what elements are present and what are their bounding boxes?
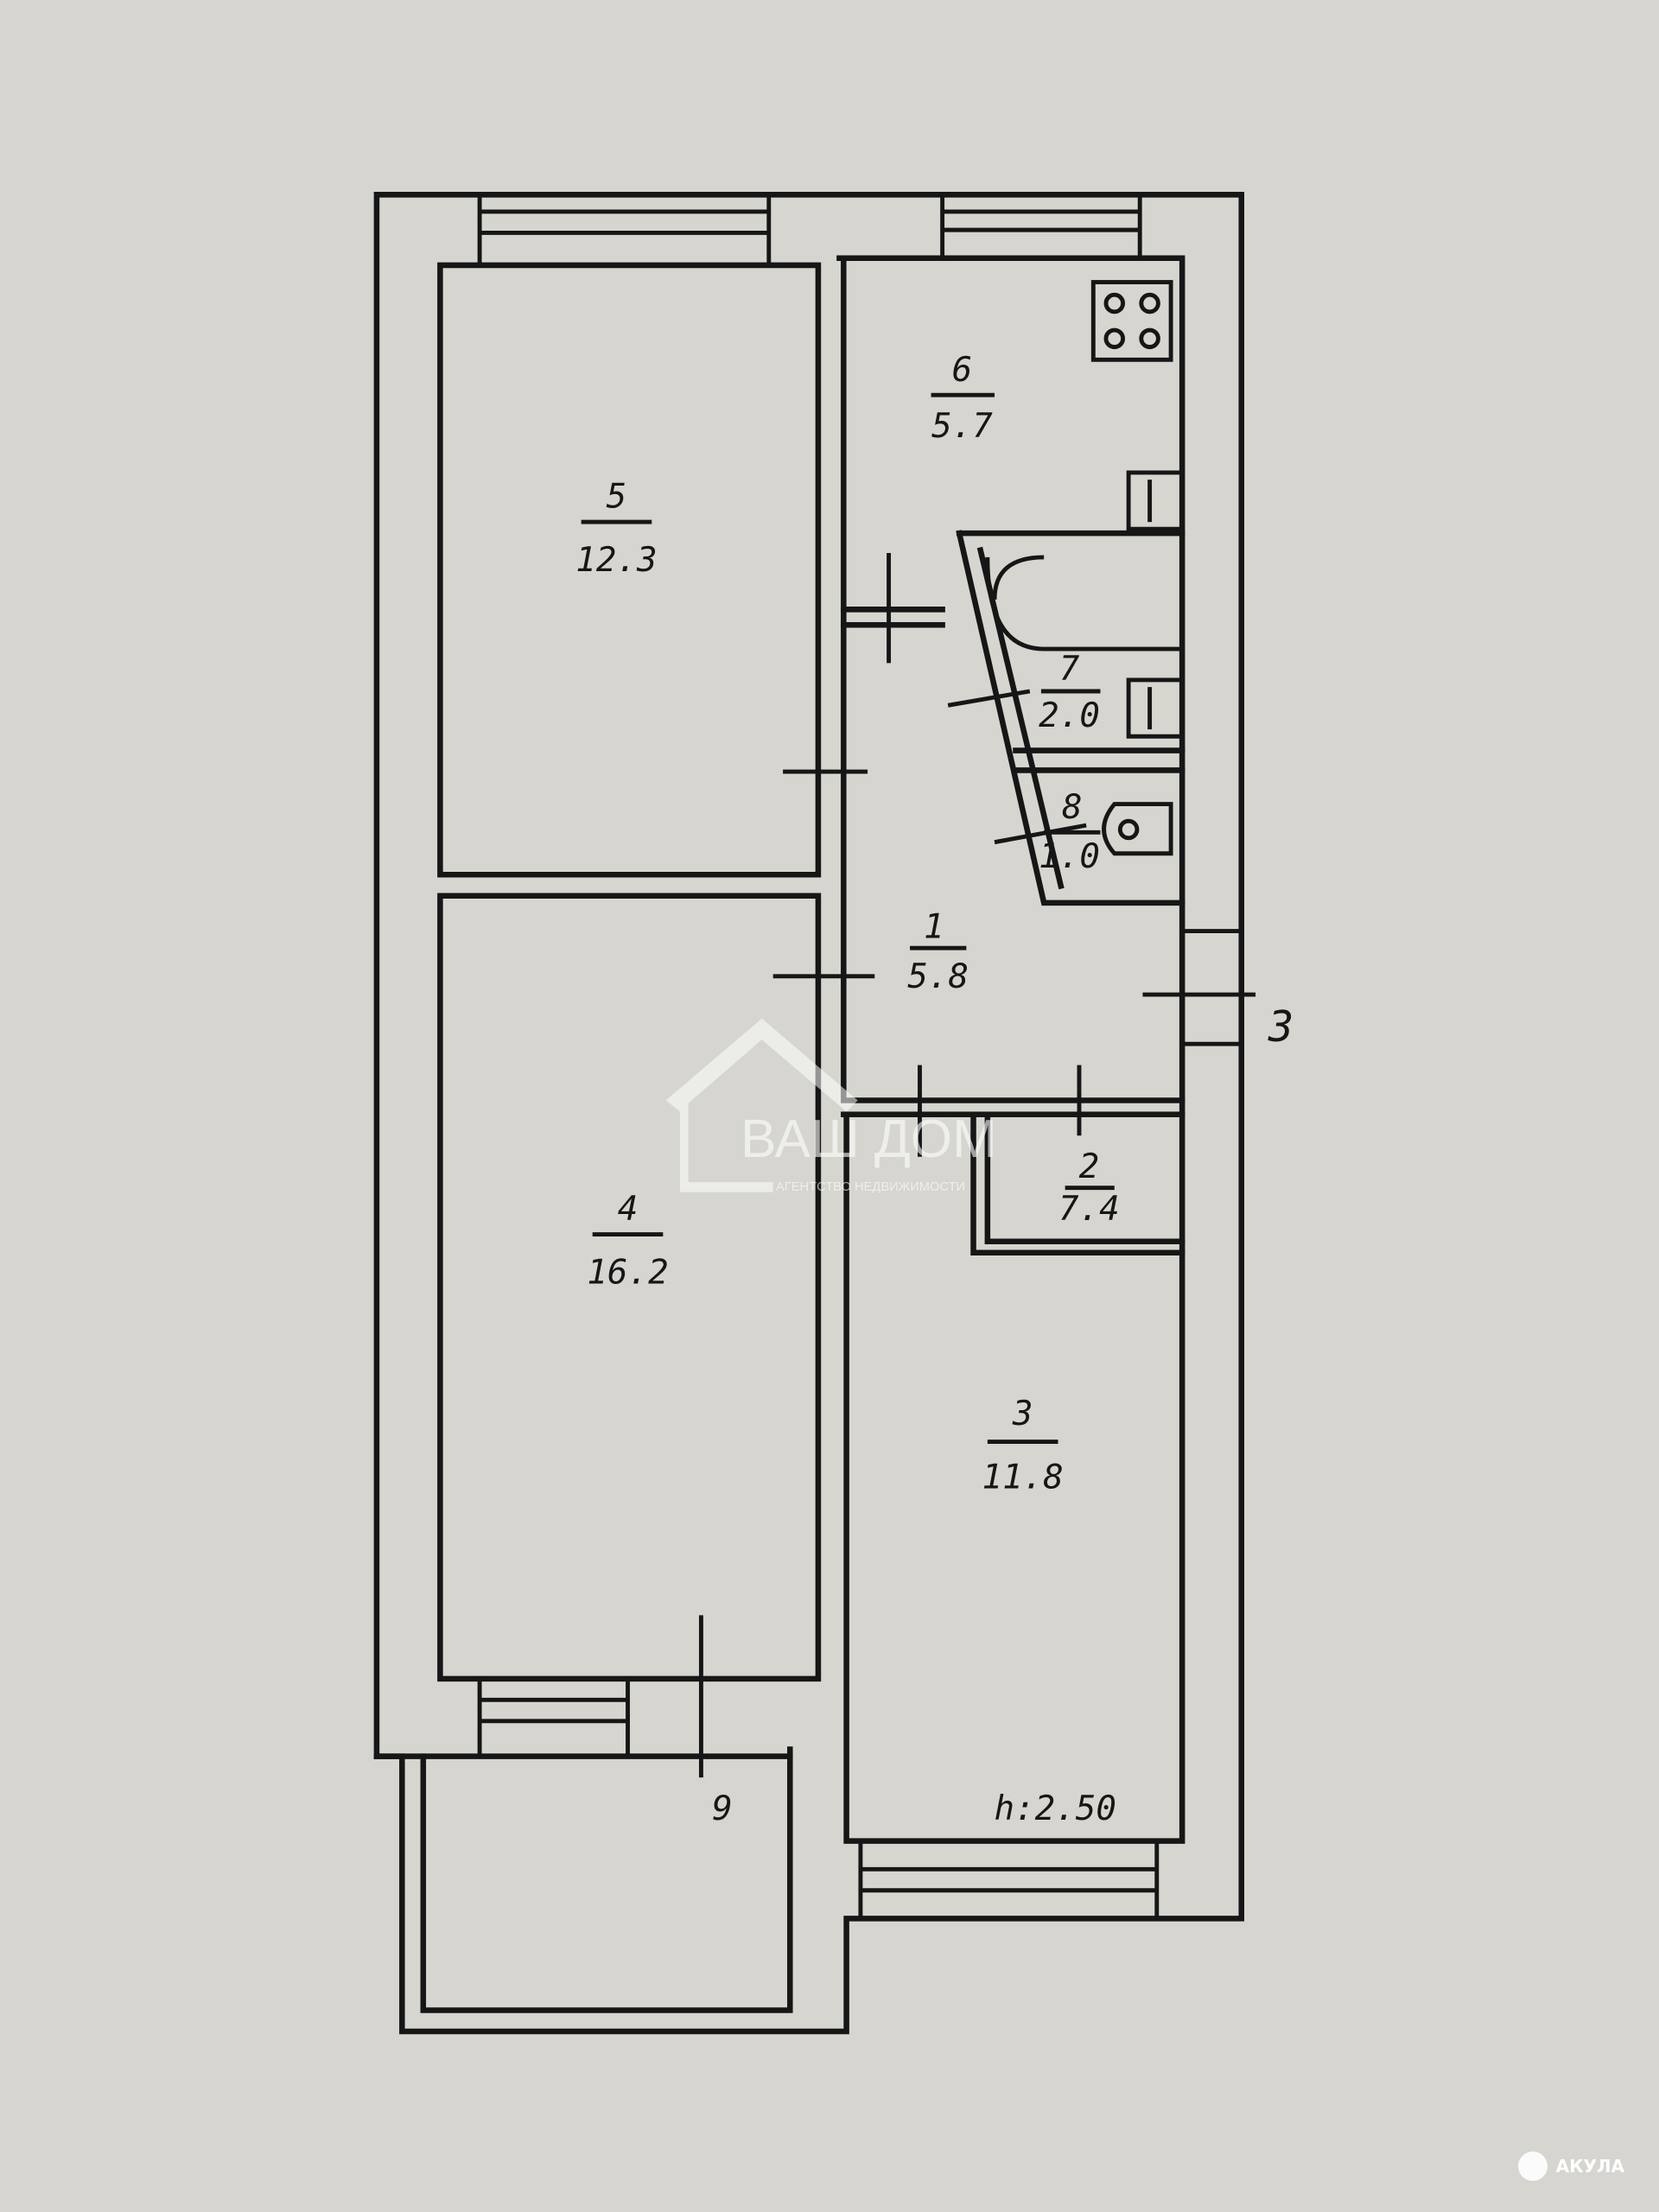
svg-text:5.8: 5.8 (907, 957, 969, 996)
svg-text:3: 3 (1012, 1395, 1033, 1433)
svg-text:АГЕНТСТВО НЕДВИЖИМОСТИ: АГЕНТСТВО НЕДВИЖИМОСТИ (776, 1180, 965, 1194)
room-3-label: 311.8 (982, 1395, 1064, 1497)
svg-text:1: 1 (924, 908, 944, 947)
svg-text:8: 8 (1062, 788, 1083, 827)
svg-text:1.0: 1.0 (1039, 837, 1100, 876)
room-6-label: 65.7 (931, 351, 995, 446)
svg-text:5: 5 (607, 478, 627, 517)
shark-logo-icon (1517, 2152, 1548, 2181)
side-mark-label: 3 (1268, 1002, 1294, 1052)
watermark: ВАШ ДОМ АГЕНТСТВО НЕДВИЖИМОСТИ (665, 1018, 997, 1194)
svg-text:7.4: 7.4 (1058, 1190, 1120, 1229)
svg-text:7: 7 (1059, 650, 1080, 689)
logo-text: АКУЛА (1555, 2156, 1624, 2177)
svg-text:2: 2 (1079, 1147, 1100, 1186)
stove-icon (1090, 280, 1173, 362)
svg-text:11.8: 11.8 (982, 1458, 1064, 1497)
room-1-label: 15.8 (907, 908, 969, 996)
room-2-label: 27.4 (1058, 1147, 1120, 1229)
ceiling-height: h:2.50 (994, 1789, 1116, 1828)
room-8-label: 81.0 (1039, 788, 1101, 876)
svg-text:16.2: 16.2 (587, 1254, 668, 1293)
room-5-label: 512.3 (575, 478, 657, 580)
balcony-label: 9 (712, 1789, 733, 1828)
room-4-label: 416.2 (587, 1190, 668, 1292)
svg-text:2.0: 2.0 (1039, 696, 1100, 735)
room-7-label: 72.0 (1039, 650, 1101, 735)
svg-text:12.3: 12.3 (575, 541, 657, 580)
akula-logo: АКУЛА (1517, 2152, 1624, 2181)
svg-text:5.7: 5.7 (931, 407, 993, 446)
svg-text:6: 6 (952, 351, 973, 390)
svg-text:ВАШ ДОМ: ВАШ ДОМ (741, 1109, 997, 1169)
svg-text:4: 4 (618, 1190, 639, 1229)
